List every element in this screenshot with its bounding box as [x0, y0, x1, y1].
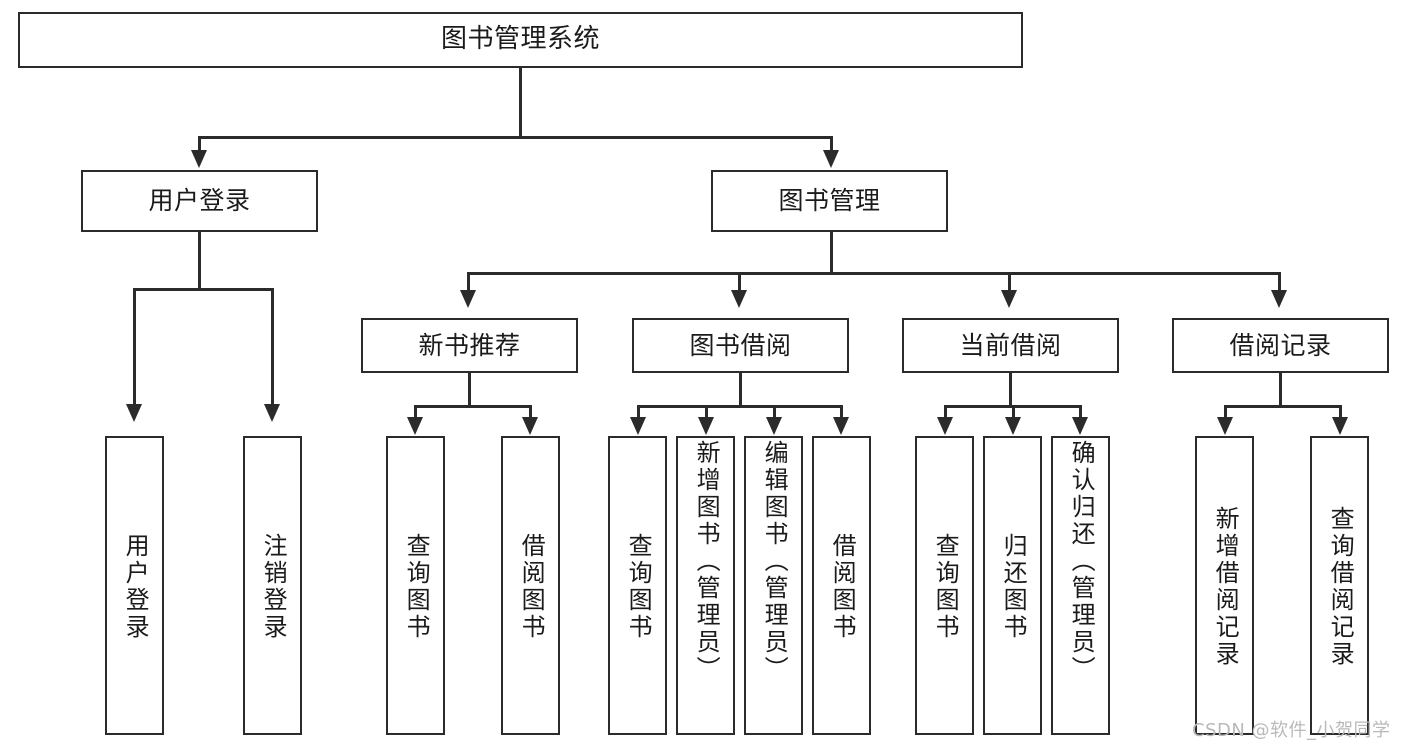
node-label: 借阅图书 — [517, 532, 546, 641]
node-label: 当前借阅 — [959, 330, 1062, 360]
arrow-icon-to-book-borrow — [731, 290, 747, 308]
leaf-user-login[interactable]: 用户登录 — [105, 436, 164, 735]
arrow-icon-to-book-management — [823, 150, 839, 168]
connector-nbr-leaf-1 — [414, 405, 417, 419]
node-label: 图书管理 — [778, 186, 881, 215]
node-label: 查询借阅记录 — [1326, 505, 1355, 668]
arrow-icon-br-leaf-1 — [1217, 417, 1233, 435]
connector-root-bus — [198, 136, 832, 139]
connector-root-stem — [519, 68, 522, 136]
node-borrow-record[interactable]: 借阅记录 — [1172, 318, 1389, 373]
arrow-icon-cb-leaf-1 — [937, 417, 953, 435]
arrow-icon-to-borrow-record — [1271, 290, 1287, 308]
connector-br-leaf-2 — [1339, 405, 1342, 419]
leaf-br-add-record[interactable]: 新增借阅记录 — [1195, 436, 1254, 735]
leaf-nbr-query-book[interactable]: 查询图书 — [386, 436, 445, 735]
connector-cb-leaf-1 — [944, 405, 947, 419]
leaf-nbr-borrow-book[interactable]: 借阅图书 — [501, 436, 560, 735]
arrow-icon-to-new-book-recommend — [460, 290, 476, 308]
connector-bb-leaf-2 — [705, 405, 708, 419]
arrow-icon-bb-leaf-2 — [698, 417, 714, 435]
arrow-icon-cb-leaf-2 — [1005, 417, 1021, 435]
connector-user-login-right — [271, 288, 274, 406]
leaf-bb-query-book[interactable]: 查询图书 — [608, 436, 667, 735]
csdn-watermark: CSDN @软件_小贺同学 — [1192, 720, 1391, 741]
connector-root-to-book-management — [830, 136, 833, 152]
leaf-bb-edit-book-admin[interactable]: 编辑图书（管理员） — [744, 436, 803, 735]
connector-cb-leaf-2 — [1012, 405, 1015, 419]
node-label: 图书借阅 — [689, 330, 792, 360]
node-label: 查询图书 — [931, 532, 960, 641]
node-root-book-management-system[interactable]: 图书管理系统 — [18, 12, 1023, 68]
node-label: 用户登录 — [148, 186, 251, 215]
connector-root-to-user-login — [198, 136, 201, 152]
node-label: 用户登录 — [121, 532, 150, 641]
node-label: 确认归还（管理员） — [1067, 440, 1096, 683]
connector-user-login-bus — [133, 288, 273, 291]
node-label: 归还图书 — [999, 532, 1028, 641]
arrow-icon-bb-leaf-1 — [630, 417, 646, 435]
arrow-icon-nbr-leaf-1 — [407, 417, 423, 435]
node-label: 借阅记录 — [1229, 330, 1332, 360]
node-new-book-recommend[interactable]: 新书推荐 — [361, 318, 578, 373]
connector-to-book-borrow — [738, 272, 741, 292]
connector-book-management-stem — [830, 232, 833, 272]
node-label: 新增借阅记录 — [1211, 505, 1240, 668]
connector-bb-leaf-3 — [773, 405, 776, 419]
node-current-borrow[interactable]: 当前借阅 — [902, 318, 1119, 373]
connector-user-login-left — [133, 288, 136, 406]
arrow-icon-leaf-user-login-2 — [264, 404, 280, 422]
node-label: 新增图书（管理员） — [692, 440, 721, 683]
arrow-icon-br-leaf-2 — [1332, 417, 1348, 435]
connector-new-book-recommend-stem — [468, 373, 471, 405]
arrow-icon-to-current-borrow — [1001, 290, 1017, 308]
leaf-br-query-record[interactable]: 查询借阅记录 — [1310, 436, 1369, 735]
arrow-icon-bb-leaf-3 — [766, 417, 782, 435]
connector-to-new-book-recommend — [467, 272, 470, 292]
node-label: 图书管理系统 — [440, 24, 600, 55]
node-label: 新书推荐 — [418, 330, 521, 360]
connector-to-current-borrow — [1008, 272, 1011, 292]
connector-borrow-record-stem — [1279, 373, 1282, 405]
node-label: 查询图书 — [624, 532, 653, 641]
arrow-icon-nbr-leaf-2 — [522, 417, 538, 435]
connector-cb-leaf-3 — [1079, 405, 1082, 419]
node-book-borrow[interactable]: 图书借阅 — [632, 318, 849, 373]
node-label: 借阅图书 — [828, 532, 857, 641]
node-book-management[interactable]: 图书管理 — [711, 170, 948, 232]
connector-book-borrow-stem — [739, 373, 742, 405]
connector-br-leaf-1 — [1224, 405, 1227, 419]
connector-bb-leaf-1 — [637, 405, 640, 419]
arrow-icon-cb-leaf-3 — [1072, 417, 1088, 435]
node-label: 查询图书 — [402, 532, 431, 641]
arrow-icon-bb-leaf-4 — [833, 417, 849, 435]
connector-nbr-leaf-2 — [529, 405, 532, 419]
connector-current-borrow-stem — [1009, 373, 1012, 405]
node-label: 注销登录 — [259, 532, 288, 641]
connector-level3-bus — [467, 272, 1280, 275]
leaf-cb-return-book[interactable]: 归还图书 — [983, 436, 1042, 735]
leaf-cb-query-book[interactable]: 查询图书 — [915, 436, 974, 735]
connector-new-book-recommend-bus — [414, 405, 531, 408]
connector-book-borrow-bus — [637, 405, 842, 408]
arrow-icon-to-user-login — [191, 150, 207, 168]
connector-bb-leaf-4 — [840, 405, 843, 419]
arrow-icon-leaf-user-login-1 — [126, 404, 142, 422]
node-user-login[interactable]: 用户登录 — [81, 170, 318, 232]
leaf-bb-borrow-book[interactable]: 借阅图书 — [812, 436, 871, 735]
node-label: 编辑图书（管理员） — [760, 440, 789, 683]
connector-borrow-record-bus — [1224, 405, 1341, 408]
leaf-bb-add-book-admin[interactable]: 新增图书（管理员） — [676, 436, 735, 735]
connector-user-login-stem — [198, 232, 201, 288]
connector-to-borrow-record — [1278, 272, 1281, 292]
leaf-logout-login[interactable]: 注销登录 — [243, 436, 302, 735]
leaf-cb-confirm-return-admin[interactable]: 确认归还（管理员） — [1051, 436, 1110, 735]
